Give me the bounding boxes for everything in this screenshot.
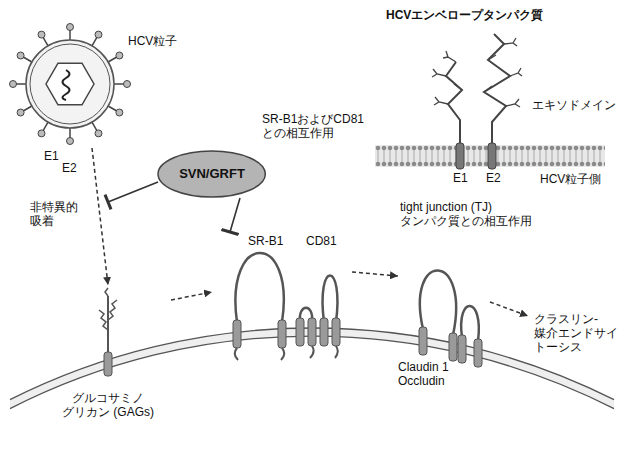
- protein-label: E1: [44, 149, 59, 163]
- step-label: SR-B1およびCD81 との相互作用: [262, 112, 392, 140]
- step-label: クラスリン- 媒介エンドサイ トーシス: [534, 312, 622, 354]
- node-label: CD81: [306, 234, 337, 248]
- tight-junction-figure: [419, 270, 482, 367]
- hcv-particle-figure: [95, 31, 102, 38]
- hcv-particle-figure: [43, 122, 48, 131]
- region-label: エキソドメイン: [532, 98, 616, 112]
- hcv-particle-figure: [16, 83, 26, 85]
- srb1-cd81-figure: [233, 318, 340, 348]
- flow-arrow: [92, 148, 108, 285]
- hcv-particle-figure: [108, 57, 117, 62]
- hcv-particle-figure: [30, 44, 110, 124]
- hcv-particle-figure: [23, 57, 32, 62]
- hcv-particle-figure: [10, 24, 131, 145]
- node-label: グルコサミノ グリカン (GAGs): [54, 391, 162, 419]
- protein-label: E2: [62, 161, 77, 175]
- hcv-particle-figure: [114, 83, 124, 85]
- gag-receptor: グルコサミノ グリカン (GAGs): [45, 285, 171, 421]
- hcv-particle-figure: [116, 109, 123, 116]
- gag-receptor-figure: [104, 352, 112, 376]
- step-label: tight junction (TJ) タンパク質との相互作用: [400, 200, 550, 228]
- hcv-particle-figure: [43, 37, 48, 46]
- hcv-particle-figure: [69, 128, 71, 138]
- flow-arrow: [171, 292, 212, 300]
- edge-label: 非特異的 吸着: [30, 200, 90, 228]
- node-label: Occludin: [398, 374, 445, 388]
- inset-title: HCVエンベロープタンパク質: [386, 8, 543, 22]
- envelope-protein-inset: [484, 38, 522, 107]
- tight-junction-figure: [449, 333, 457, 361]
- srb1-cd81-figure: [320, 318, 328, 346]
- node-label: SVN/GRFT: [179, 167, 245, 181]
- srb1-cd81-figure: [233, 320, 241, 348]
- tight-junction-figure: [458, 335, 466, 363]
- hcv-particle-figure: [38, 31, 45, 38]
- node-label: Claudin 1: [398, 360, 449, 374]
- srb1-cd81-figure: [296, 318, 304, 346]
- node-label: SR-B1: [248, 234, 283, 248]
- hcv-particle-figure: [17, 109, 24, 116]
- hcv-particle-figure: [38, 130, 45, 137]
- flow-arrow: [352, 272, 398, 276]
- hcv-particle-figure: [10, 81, 17, 88]
- gag-receptor-figure: [99, 288, 117, 376]
- hcv-particle-figure: [16, 30, 124, 138]
- hcv-particle-figure: [17, 52, 24, 59]
- gag-receptor-figure: [99, 288, 117, 330]
- hcv-particle-figure: [63, 70, 70, 100]
- virus-particle: HCV粒子: [10, 14, 179, 148]
- inhibition-line: [108, 182, 158, 202]
- hcv-particle-figure: [95, 130, 102, 137]
- tight-junction-figure: [474, 339, 482, 367]
- protein-label: E1: [453, 171, 468, 185]
- hcv-particle-figure: [124, 81, 131, 88]
- tight-junction-figure: [419, 327, 427, 355]
- hcv-particle-figure: [67, 24, 74, 31]
- node-label: HCV粒子: [128, 34, 177, 48]
- envelope-protein-inset: [432, 51, 462, 105]
- endocytosis-arrow: [490, 302, 528, 316]
- hcv-particle-figure: [116, 52, 123, 59]
- inhibition-line: [105, 195, 111, 210]
- srb1-cd81-figure: [323, 276, 338, 323]
- srb1-cd81-figure: [278, 320, 286, 348]
- hcv-particle-figure: [10, 24, 131, 145]
- hcv-particle-figure: [23, 106, 32, 111]
- hcv-particle-figure: [92, 37, 97, 46]
- gag-receptor-figure: [107, 296, 109, 352]
- tight-junction-figure: [420, 270, 456, 335]
- hcv-particle-figure: [92, 122, 97, 131]
- inhibition-line: [105, 182, 158, 209]
- hcv-particle-figure: [69, 30, 71, 40]
- envelope-protein-inset: [456, 143, 464, 169]
- srb1-cd81-figure: [233, 253, 340, 360]
- srb1-cd81-figure: [235, 253, 283, 322]
- srb1-cd81-figure: [308, 318, 316, 346]
- protein-label: E2: [486, 171, 501, 185]
- region-label: HCV粒子側: [540, 172, 601, 186]
- srb1-cd81-figure: [235, 346, 338, 360]
- inhibitor-ellipse: SVN/GRFT: [157, 150, 266, 198]
- ellipse-outline: [158, 151, 265, 197]
- srb1-cd81-figure: [332, 318, 340, 346]
- hcv-particle-figure: [46, 63, 94, 105]
- hcv-particle-figure: [26, 40, 114, 128]
- tight-junction-proteins: Claudin 1Occludin: [398, 245, 488, 390]
- endocytosis-arrow: [490, 302, 528, 316]
- inhibition-connector: [230, 198, 240, 232]
- envelope-protein-inset: [488, 143, 496, 169]
- envelope-protein-inset: [446, 62, 462, 143]
- hcv-particle-figure: [67, 138, 74, 145]
- hcv-particle-figure: [108, 106, 117, 111]
- srb1-cd81-receptors: SR-B1 CD81: [212, 232, 352, 362]
